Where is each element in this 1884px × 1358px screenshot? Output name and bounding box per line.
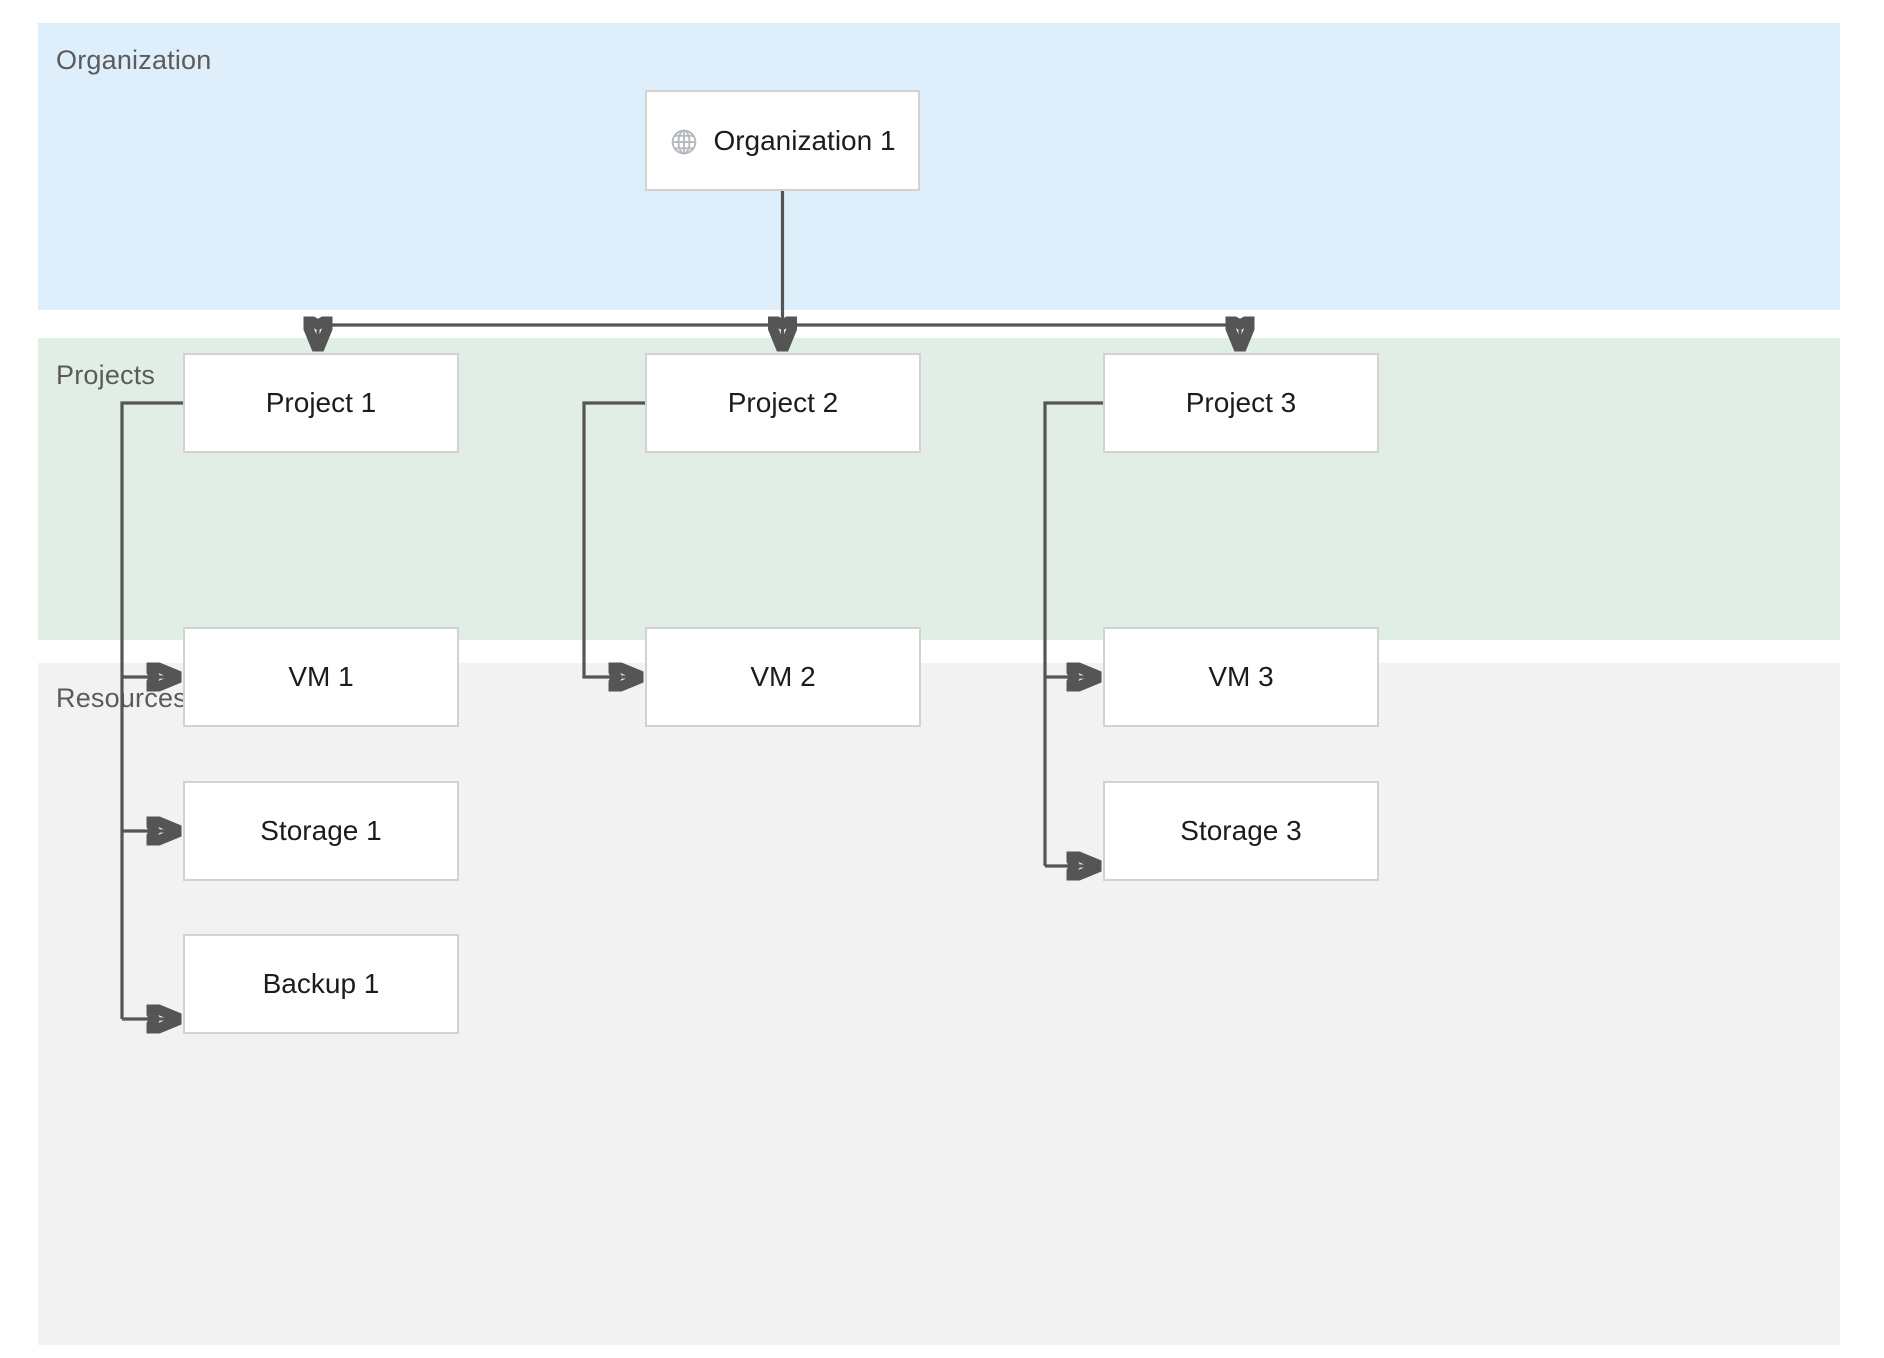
node-project-3[interactable]: Project 3 <box>1103 353 1379 453</box>
node-label-storage-1: Storage 1 <box>260 815 382 846</box>
node-project-2[interactable]: Project 2 <box>645 353 921 453</box>
node-storage-1[interactable]: Storage 1 <box>183 781 459 881</box>
node-label-organization-1: Organization 1 <box>713 124 896 156</box>
node-label-vm-2: VM 2 <box>750 661 816 692</box>
node-label-project-1: Project 1 <box>265 387 377 418</box>
swimlane-label-projects: Projects <box>56 360 156 390</box>
swimlane-organization: Organization <box>38 23 1840 310</box>
node-label-backup-1: Backup 1 <box>262 968 380 999</box>
node-label-vm-1: VM 1 <box>288 661 354 692</box>
node-backup-1[interactable]: Backup 1 <box>183 934 459 1034</box>
node-organization-1[interactable]: Organization 1 <box>645 90 920 191</box>
node-label-project-3: Project 3 <box>1185 387 1297 418</box>
node-label-vm-3: VM 3 <box>1208 661 1274 692</box>
node-vm-2[interactable]: VM 2 <box>645 627 921 727</box>
swimlane-label-resources: Resources <box>56 683 187 713</box>
node-label-project-2: Project 2 <box>727 387 839 418</box>
node-vm-3[interactable]: VM 3 <box>1103 627 1379 727</box>
node-project-1[interactable]: Project 1 <box>183 353 459 453</box>
node-vm-1[interactable]: VM 1 <box>183 627 459 727</box>
swimlane-label-organization: Organization <box>56 45 212 75</box>
globe-icon <box>672 129 697 154</box>
node-label-storage-3: Storage 3 <box>1180 815 1302 846</box>
node-storage-3[interactable]: Storage 3 <box>1103 781 1379 881</box>
